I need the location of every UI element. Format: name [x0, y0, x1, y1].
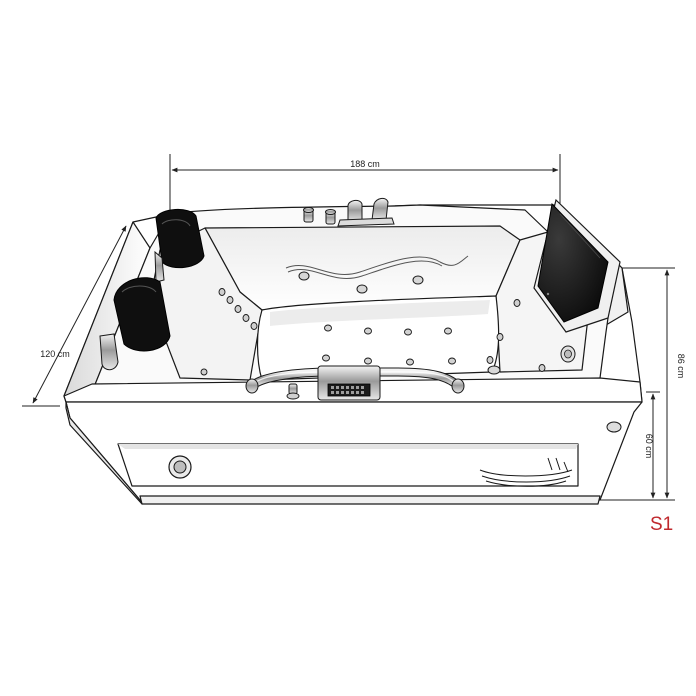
dimension-apron-height: 60 cm	[644, 391, 660, 499]
headrest-icon	[99, 209, 205, 371]
tv-screen-icon	[533, 198, 621, 333]
jet-nozzle-icon	[298, 271, 424, 294]
faucet-icon	[303, 197, 395, 227]
valve-icon	[286, 383, 300, 400]
back-wall-trim	[285, 255, 469, 279]
speaker-icon	[168, 455, 192, 479]
tub-base	[139, 495, 601, 505]
dimension-depth-label: 120 cm	[40, 349, 70, 359]
seat-jets	[322, 324, 456, 366]
deck-knob-icon	[606, 421, 622, 433]
control-panel-icon	[317, 365, 381, 401]
apron-rack	[479, 457, 573, 487]
speaker-icon	[560, 345, 576, 363]
drain-icon	[487, 365, 501, 375]
dimension-apron-height-label: 60 cm	[644, 434, 654, 459]
side-jets	[200, 288, 546, 376]
model-label: S1	[650, 514, 674, 535]
dimension-height-label: 86 cm	[676, 354, 686, 379]
dimension-length-label: 188 cm	[350, 159, 380, 169]
